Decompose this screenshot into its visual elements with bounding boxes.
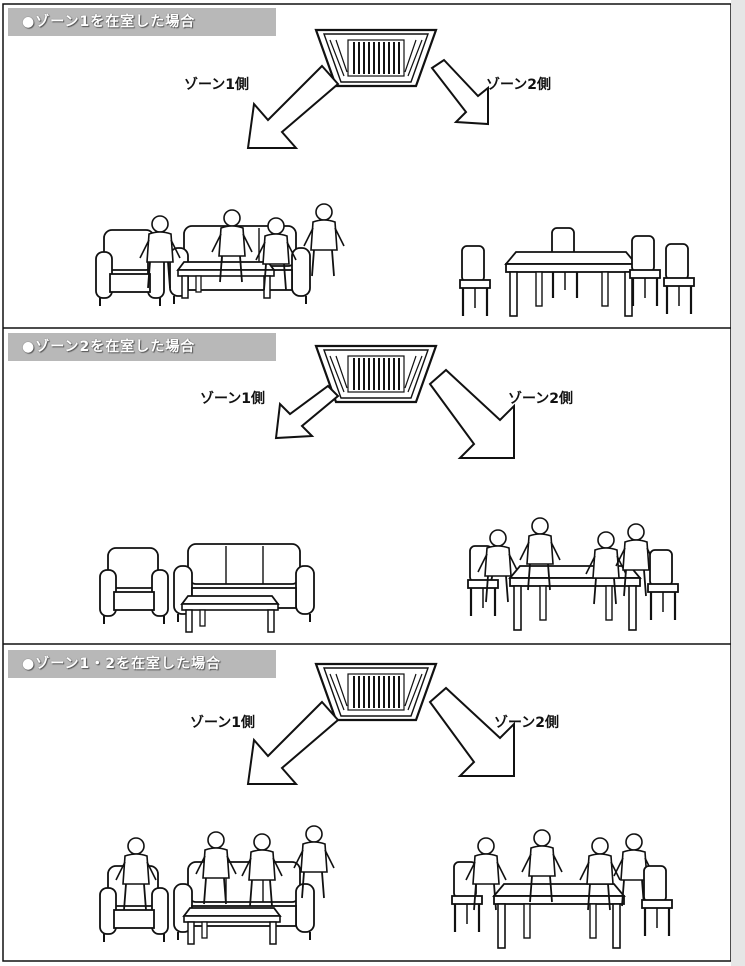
chair-icon — [642, 866, 672, 936]
dining-table-icon — [506, 252, 636, 316]
chair-icon — [630, 236, 660, 306]
coffee-table-icon — [182, 596, 278, 632]
panel-2-zone1-label: ゾーン1側 — [200, 388, 265, 408]
panel-1-zone2-label: ゾーン2側 — [486, 74, 551, 94]
airflow-arrow-zone2 — [430, 688, 514, 776]
panel-2-zone2-label: ゾーン2側 — [508, 388, 573, 408]
ceiling-unit-icon — [316, 664, 436, 720]
chair-icon — [460, 246, 490, 316]
panel-borders — [3, 0, 745, 966]
panel-3-zone2-label: ゾーン2側 — [494, 712, 559, 732]
dining-table-icon — [494, 884, 624, 948]
airflow-arrow-zone1 — [248, 66, 338, 148]
armchair-icon — [100, 548, 168, 624]
airflow-arrow-zone2 — [430, 370, 514, 458]
airflow-arrow-zone1 — [248, 702, 338, 784]
panel-1-graphic — [96, 30, 694, 316]
panel-1-zone1-label: ゾーン1側 — [184, 74, 249, 94]
airflow-arrow-zone1 — [276, 386, 338, 438]
chair-icon — [648, 550, 678, 620]
panel-2-graphic — [100, 346, 678, 632]
chair-icon — [664, 244, 694, 314]
panel-1-title: ●ゾーン1を在室した場合 — [14, 9, 203, 35]
ceiling-unit-icon — [316, 30, 436, 86]
airflow-arrow-zone2 — [432, 60, 488, 124]
panel-3-graphic — [100, 664, 672, 948]
panel-2-title: ●ゾーン2を在室した場合 — [14, 334, 203, 360]
panel-3-title: ●ゾーン1・2を在室した場合 — [14, 651, 229, 677]
panel-3-zone1-label: ゾーン1側 — [190, 712, 255, 732]
